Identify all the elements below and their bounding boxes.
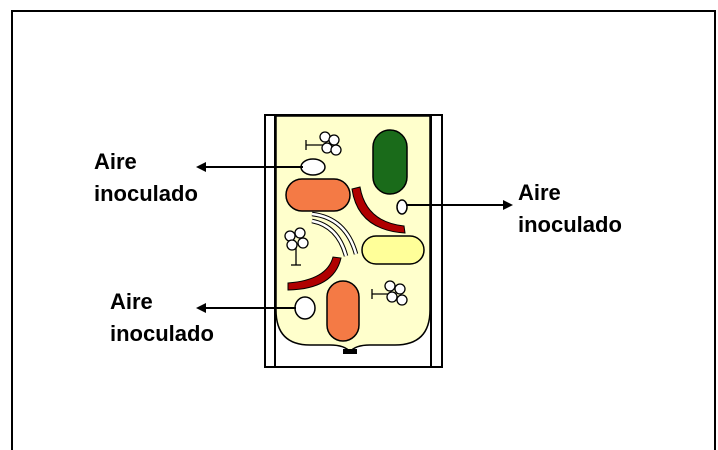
arrow-bottom-left <box>196 303 296 313</box>
cluster-top <box>305 131 342 156</box>
label-bottom-left-line1: Aire <box>110 289 153 314</box>
label-top-left: Aire inoculado <box>94 146 198 210</box>
label-top-left-line1: Aire <box>94 149 137 174</box>
label-top-left-line2: inoculado <box>94 181 198 206</box>
label-right: Aire inoculado <box>518 177 622 241</box>
arrow-top-left <box>196 162 303 172</box>
label-bottom-left-line2: inoculado <box>110 321 214 346</box>
label-right-line2: inoculado <box>518 212 622 237</box>
yellow-compartment <box>361 235 425 265</box>
orange-compartment-bottom <box>326 280 360 342</box>
red-crescent-right <box>351 186 406 234</box>
filament-outer-core <box>311 212 358 255</box>
label-bottom-left: Aire inoculado <box>110 286 214 350</box>
air-bubble-right <box>396 199 408 215</box>
air-bubble-top <box>300 158 326 176</box>
filament-inner-core <box>311 219 348 257</box>
orange-compartment-top <box>285 178 351 212</box>
cluster-bottom-right <box>371 280 408 306</box>
label-right-line1: Aire <box>518 180 561 205</box>
figure-frame <box>11 10 716 450</box>
cluster-left <box>284 227 309 266</box>
medium-notch <box>343 349 357 354</box>
arrow-right <box>406 200 513 210</box>
air-bubble-bottom <box>294 296 316 320</box>
green-compartment <box>372 129 408 195</box>
red-crescent-left <box>287 256 342 291</box>
